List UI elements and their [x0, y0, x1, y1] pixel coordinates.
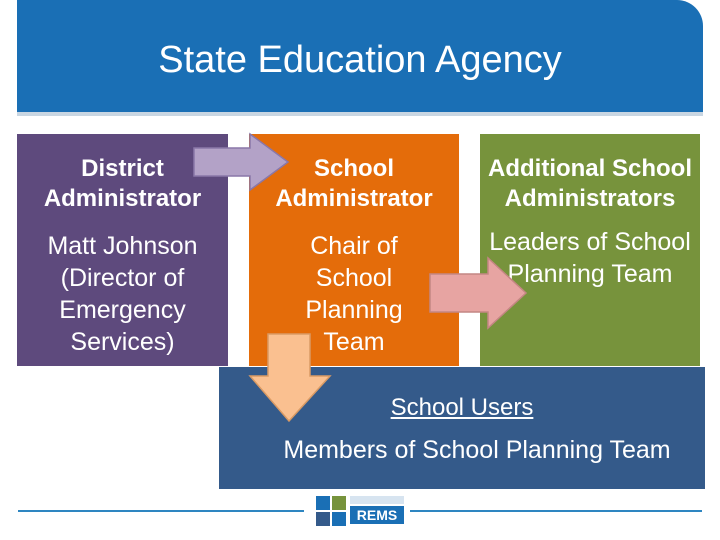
footer-divider-right [410, 510, 702, 512]
additional-administrators-heading: Additional School Administrators [488, 155, 692, 212]
logo-tagline-bar [350, 496, 404, 504]
arrow-school-to-users-icon [248, 333, 332, 423]
district-administrator-box: District Administrator Matt Johnson (Dir… [17, 134, 228, 366]
page-title: State Education Agency [158, 39, 562, 81]
arrow-school-to-additional-icon [429, 256, 528, 330]
district-administrator-name: Matt Johnson (Director of Emergency Serv… [47, 232, 198, 356]
logo-square-icon [316, 512, 330, 526]
school-users-body: Members of School Planning Team [283, 436, 671, 464]
school-administrator-role: Chair of School Planning Team [305, 232, 403, 356]
school-administrator-box: School Administrator Chair of School Pla… [249, 134, 459, 366]
additional-administrators-box: Additional School Administrators Leaders… [480, 134, 700, 366]
school-users-heading: School Users [390, 394, 534, 421]
school-administrator-heading: School Administrator [275, 155, 433, 212]
logo-square-icon [332, 512, 346, 526]
logo-wordmark: REMS [350, 506, 404, 524]
rems-logo: REMS [316, 494, 406, 528]
district-administrator-heading: District Administrator [43, 155, 202, 212]
logo-square-icon [332, 496, 346, 510]
arrow-district-to-school-icon [193, 132, 290, 192]
additional-administrators-role: Leaders of School Planning Team [489, 228, 691, 288]
footer-divider-left [18, 510, 304, 512]
logo-square-icon [316, 496, 330, 510]
title-banner: State Education Agency [17, 0, 703, 112]
